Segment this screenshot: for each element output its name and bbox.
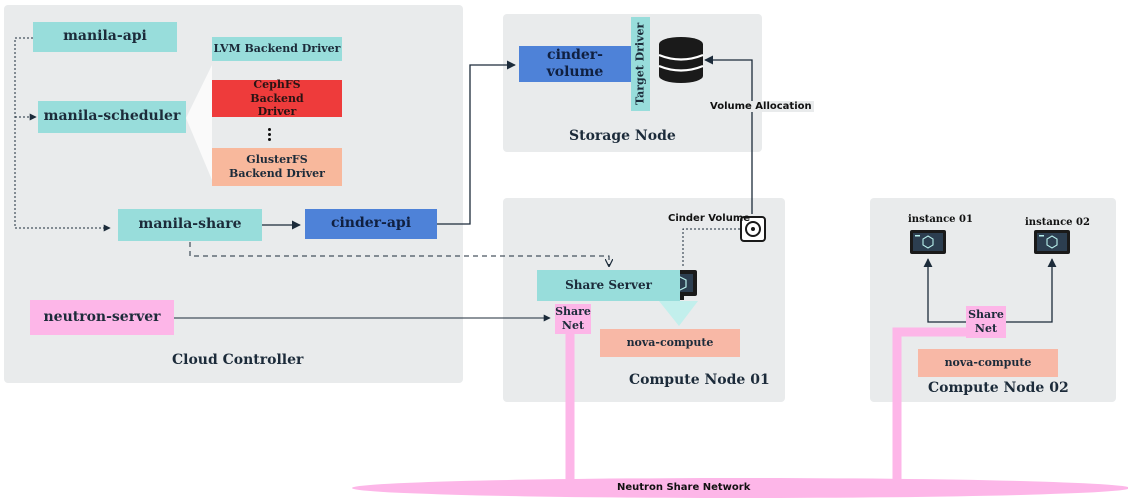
- share-server-node: Share Server: [537, 270, 680, 301]
- api-dotted-connector: [14, 37, 111, 232]
- neutron-share-network-bus: [352, 478, 1128, 498]
- neutron-share-network-label: Neutron Share Network: [617, 482, 751, 493]
- cinder-volume-node: cinder-volume: [519, 46, 631, 82]
- cinder-volume-label: Cinder Volume: [668, 213, 751, 224]
- volume-allocation-line: [704, 55, 753, 214]
- instance-icon: [1034, 230, 1070, 254]
- target-driver-label: Target Driver: [633, 22, 647, 106]
- compute-node-02-label: Compute Node 02: [928, 380, 1069, 396]
- compute-node-01-label: Compute Node 01: [629, 372, 770, 388]
- sharenet-02-uplink: [892, 327, 975, 482]
- nova-compute-01: nova-compute: [600, 329, 740, 357]
- share-net-02: Share Net: [966, 306, 1006, 338]
- scheduler-driver-fan: [186, 65, 212, 180]
- instance-icon: [910, 230, 946, 254]
- cinder-api-node: cinder-api: [305, 209, 437, 239]
- cloud-controller-label: Cloud Controller: [172, 352, 304, 368]
- lvm-backend-driver: LVM Backend Driver: [212, 37, 342, 61]
- cephfs-backend-driver: CephFS Backend Driver: [212, 78, 342, 118]
- sharenet-to-instance-01: [923, 258, 966, 323]
- instance-02-label: instance 02: [1025, 217, 1090, 228]
- share-server-funnel: [659, 301, 698, 326]
- database-icon: [658, 37, 704, 83]
- instance-01-label: instance 01: [908, 214, 973, 225]
- share-net-01: Share Net: [555, 304, 591, 334]
- volume-allocation-label: Volume Allocation: [708, 101, 814, 112]
- manila-api-node: manila-api: [33, 22, 177, 52]
- ellipsis-icon: [268, 128, 272, 143]
- neutron-server-node: neutron-server: [30, 300, 174, 335]
- share-to-server-dashed: [189, 242, 609, 266]
- cinder-volume-dotted: [682, 228, 740, 268]
- manila-share-node: manila-share: [118, 209, 262, 241]
- storage-node-label: Storage Node: [569, 128, 676, 144]
- disk-icon: [740, 216, 766, 242]
- nova-compute-02: nova-compute: [918, 349, 1058, 377]
- target-driver-node: Target Driver: [631, 17, 650, 111]
- glusterfs-backend-driver: GlusterFS Backend Driver: [212, 148, 342, 186]
- manila-scheduler-node: manila-scheduler: [38, 101, 186, 133]
- cinder-api-to-volume: [437, 60, 516, 225]
- sharenet-to-instance-02: [1002, 258, 1057, 323]
